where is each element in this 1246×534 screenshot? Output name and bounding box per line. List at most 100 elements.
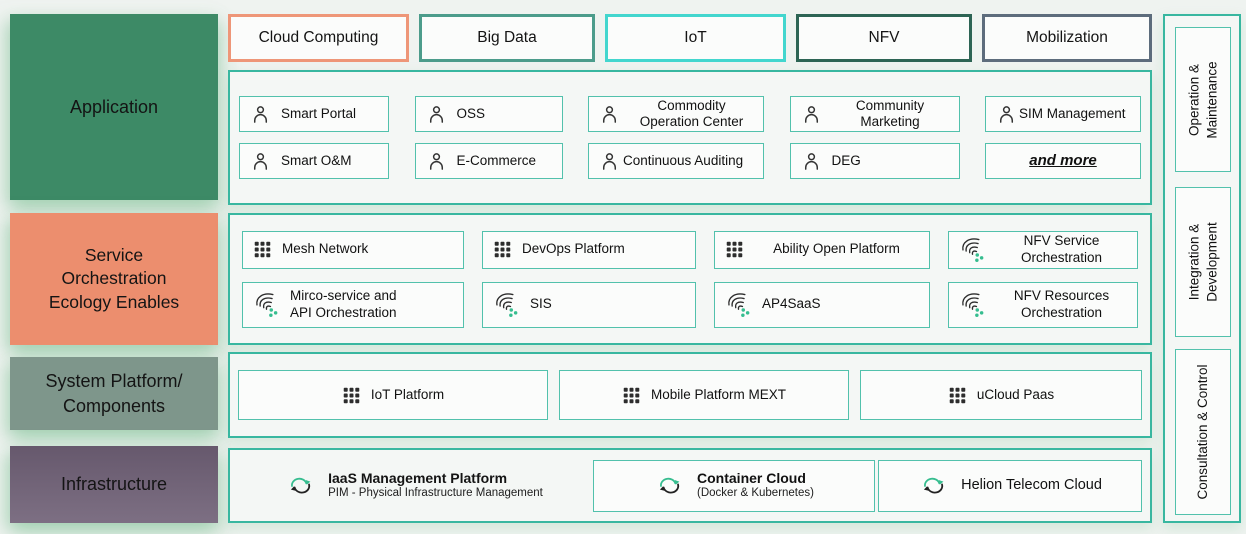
item-label: Smart Portal — [281, 105, 357, 121]
section-label-system-platform: System Platform/ Components — [10, 357, 218, 430]
grid-icon — [342, 386, 361, 405]
grid-icon — [493, 240, 512, 259]
app-item-smart-portal: Smart Portal — [239, 96, 389, 132]
technology-chip-row: Cloud Computing Big Data IoT NFV Mobiliz… — [228, 14, 1152, 62]
app-item-e-commerce: E-Commerce — [414, 143, 563, 179]
item-label: Smart O&M — [281, 152, 352, 168]
person-icon — [996, 104, 1017, 125]
item-label: Mobile Platform MEXT — [650, 386, 787, 402]
service-orchestration-section: Mesh Network DevOps Platform Ability Ope… — [228, 213, 1152, 345]
app-item-commodity-operation-center: Commodity Operation Center — [588, 96, 764, 132]
chip-mobilization: Mobilization — [982, 14, 1152, 62]
sys-item-iot-platform: IoT Platform — [238, 370, 548, 420]
chip-label: Cloud Computing — [258, 29, 379, 46]
item-label: NFV Service Orchestration — [1020, 233, 1103, 265]
cross-services-column: Operation & Maintenance Integration & De… — [1163, 14, 1241, 523]
cloud-sync-icon — [918, 474, 949, 498]
chip-label: Big Data — [477, 29, 537, 46]
cloud-sync-icon — [285, 474, 316, 498]
item-label: DevOps Platform — [522, 241, 625, 257]
orchestration-icon — [959, 291, 986, 318]
infra-title: Container Cloud — [697, 470, 806, 487]
orchestration-icon — [959, 236, 986, 263]
section-label-text: System Platform/ Components — [45, 371, 183, 416]
chip-label: Mobilization — [1026, 29, 1108, 46]
system-platform-section: IoT Platform Mobile Platform MEXT uCloud… — [228, 352, 1152, 438]
item-label: Continuous Auditing — [623, 152, 744, 168]
infra-text: IaaS Management Platform PIM - Physical … — [328, 470, 543, 501]
svc-item-micro-service-api-orchestration: Mirco-service and API Orchestration — [242, 281, 464, 328]
infrastructure-section: IaaS Management Platform PIM - Physical … — [228, 448, 1152, 523]
section-label-text: Service Orchestration Ecology Enables — [48, 244, 180, 312]
section-label-application: Application — [10, 14, 218, 200]
orchestration-icon — [725, 291, 752, 318]
vertical-label: Consultation & Control — [1195, 364, 1211, 500]
infra-title: Helion Telecom Cloud — [961, 476, 1102, 493]
grid-icon — [725, 240, 744, 259]
item-label: Community Marketing — [855, 97, 925, 129]
app-item-continuous-auditing: Continuous Auditing — [588, 143, 764, 179]
person-icon — [250, 104, 271, 125]
app-item-sim-management: SIM Management — [985, 96, 1141, 132]
application-section: Smart Portal OSS Commodity Operation Cen… — [228, 70, 1152, 205]
item-label: SIM Management — [1019, 105, 1126, 121]
svc-item-nfv-resources-orchestration: NFV Resources Orchestration — [948, 281, 1138, 328]
app-item-deg: DEG — [789, 143, 960, 179]
right-item-consultation-control: Consultation & Control — [1175, 349, 1231, 515]
item-label: and more — [1029, 151, 1097, 169]
infra-title: IaaS Management Platform — [328, 470, 508, 487]
item-label: AP4SaaS — [762, 296, 821, 312]
svc-item-mesh-network: Mesh Network — [242, 230, 464, 269]
section-label-infrastructure: Infrastructure — [10, 446, 218, 523]
infra-subtitle: (Docker & Kubernetes) — [697, 487, 814, 499]
orchestration-icon — [253, 291, 280, 318]
item-label: Ability Open Platform — [773, 241, 900, 257]
item-label: IoT Platform — [370, 386, 445, 402]
vertical-label: Operation & Maintenance — [1186, 60, 1219, 139]
chip-cloud-computing: Cloud Computing — [228, 14, 409, 62]
app-item-oss: OSS — [414, 96, 563, 132]
item-label: OSS — [456, 105, 486, 121]
app-item-community-marketing: Community Marketing — [789, 96, 960, 132]
grid-icon — [622, 386, 641, 405]
item-label: NFV Resources Orchestration — [1013, 288, 1110, 320]
vertical-label: Integration & Development — [1186, 222, 1219, 302]
chip-big-data: Big Data — [419, 14, 595, 62]
app-item-and-more: and more — [985, 143, 1141, 179]
grid-icon — [253, 240, 272, 259]
item-label: Mesh Network — [282, 241, 369, 257]
svc-item-ability-open-platform: Ability Open Platform — [714, 230, 930, 269]
section-label-text: Application — [69, 96, 159, 117]
infra-text: Container Cloud (Docker & Kubernetes) — [697, 470, 814, 501]
svc-item-nfv-service-orchestration: NFV Service Orchestration — [948, 230, 1138, 269]
infra-item-helion-telecom-cloud: Helion Telecom Cloud — [878, 459, 1142, 512]
chip-label: NFV — [868, 29, 900, 46]
grid-icon — [948, 386, 967, 405]
right-item-operation-maintenance: Operation & Maintenance — [1175, 27, 1231, 172]
person-icon — [250, 151, 271, 172]
chip-iot: IoT — [605, 14, 786, 62]
person-icon — [801, 151, 822, 172]
section-label-text: Infrastructure — [60, 474, 168, 495]
svc-item-sis: SIS — [482, 281, 696, 328]
sys-item-mobile-platform-mext: Mobile Platform MEXT — [559, 370, 849, 420]
right-item-integration-development: Integration & Development — [1175, 187, 1231, 337]
person-icon — [599, 151, 620, 172]
person-icon — [599, 104, 620, 125]
item-label: Commodity Operation Center — [639, 97, 744, 129]
svc-item-devops-platform: DevOps Platform — [482, 230, 696, 269]
item-label: E-Commerce — [456, 152, 537, 168]
person-icon — [801, 104, 822, 125]
item-label: Mirco-service and API Orchestration — [290, 288, 397, 320]
section-label-service-orchestration: Service Orchestration Ecology Enables — [10, 213, 218, 345]
chip-nfv: NFV — [796, 14, 972, 62]
item-label: uCloud Paas — [976, 386, 1055, 402]
svc-item-ap4saas: AP4SaaS — [714, 281, 930, 328]
infra-item-iaas-management-platform: IaaS Management Platform PIM - Physical … — [238, 470, 590, 501]
orchestration-icon — [493, 291, 520, 318]
person-icon — [426, 151, 447, 172]
person-icon — [426, 104, 447, 125]
infra-subtitle: PIM - Physical Infrastructure Management — [328, 487, 543, 499]
sys-item-ucloud-paas: uCloud Paas — [860, 370, 1142, 420]
